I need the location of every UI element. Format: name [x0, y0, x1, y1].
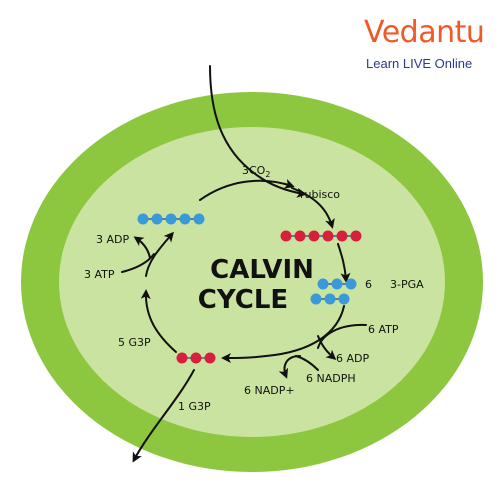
- title-line-2: CYCLE: [198, 285, 288, 315]
- nadp6-label: 6 NADP+: [244, 384, 295, 397]
- adduct-atom: [322, 230, 334, 242]
- arrow-regen-to-rubp: [145, 231, 174, 277]
- adduct-atom: [350, 230, 362, 242]
- g3p-molecules: [176, 352, 216, 364]
- arrow-atp3-in: [121, 253, 155, 273]
- atp6-label: 6 ATP: [368, 323, 399, 336]
- co2-adduct-molecules: [280, 230, 362, 242]
- arrow-adp6-out: [317, 335, 337, 360]
- g3p-atom: [176, 352, 188, 364]
- pga-2-atom: [338, 293, 350, 305]
- rubp-atom: [165, 213, 177, 225]
- pga-count-label: 6: [365, 278, 372, 291]
- co2-label-subscript: 2: [265, 170, 270, 179]
- g3p-atom: [190, 352, 202, 364]
- cycle-arrows: [121, 65, 367, 463]
- pga-molecules-row-2: [310, 293, 350, 305]
- pga-molecules-row-1: [317, 278, 357, 290]
- adduct-atom: [294, 230, 306, 242]
- pga-1-atom: [317, 278, 329, 290]
- g3p5-label: 5 G3P: [118, 336, 151, 349]
- arrow-rubp-to-carboxylation: [199, 179, 295, 201]
- arrow-g3p-regeneration: [140, 289, 177, 353]
- adduct-atom: [308, 230, 320, 242]
- arrow-rubisco-step: [291, 187, 335, 229]
- co2-input-arrow: [209, 65, 307, 198]
- arrow-nadp6-out: [278, 355, 301, 379]
- arrow-atp6-in: [317, 323, 367, 349]
- rubisco-label: rubisco: [300, 188, 340, 201]
- nadph6-label: 6 NADPH: [306, 372, 356, 385]
- rubp-atom: [179, 213, 191, 225]
- g3p1-label: 1 G3P: [178, 400, 211, 413]
- adp3-label: 3 ADP: [96, 233, 129, 246]
- title-line-1: CALVIN: [210, 255, 314, 285]
- adp6-label: 6 ADP: [336, 352, 369, 365]
- co2-label-main: 3CO: [242, 164, 266, 177]
- inner-area: [59, 127, 445, 437]
- arrow-adp3-out: [133, 236, 151, 259]
- vedantu-tagline: Learn LIVE Online: [366, 56, 473, 71]
- vedantu-brand: Vedantu Learn LIVE Online: [364, 16, 494, 78]
- pga-2-atom: [310, 293, 322, 305]
- pga-1-atom: [331, 278, 343, 290]
- pga-1-atom: [345, 278, 357, 290]
- rubp-molecules: [137, 213, 205, 225]
- pga-label: 3-PGA: [390, 278, 424, 291]
- rubp-atom: [137, 213, 149, 225]
- arrow-3pga-to-g3p: [221, 305, 345, 363]
- arrow-to-3pga: [337, 243, 351, 283]
- rubp-atom: [193, 213, 205, 225]
- atp3-label: 3 ATP: [84, 268, 115, 281]
- pga-2-atom: [324, 293, 336, 305]
- arrow-g3p-export: [132, 369, 195, 463]
- vedantu-logo: Vedantu: [364, 15, 485, 50]
- rubp-atom: [151, 213, 163, 225]
- co2-label: 3CO2: [242, 164, 270, 179]
- adduct-atom: [336, 230, 348, 242]
- adduct-atom: [280, 230, 292, 242]
- g3p-atom: [204, 352, 216, 364]
